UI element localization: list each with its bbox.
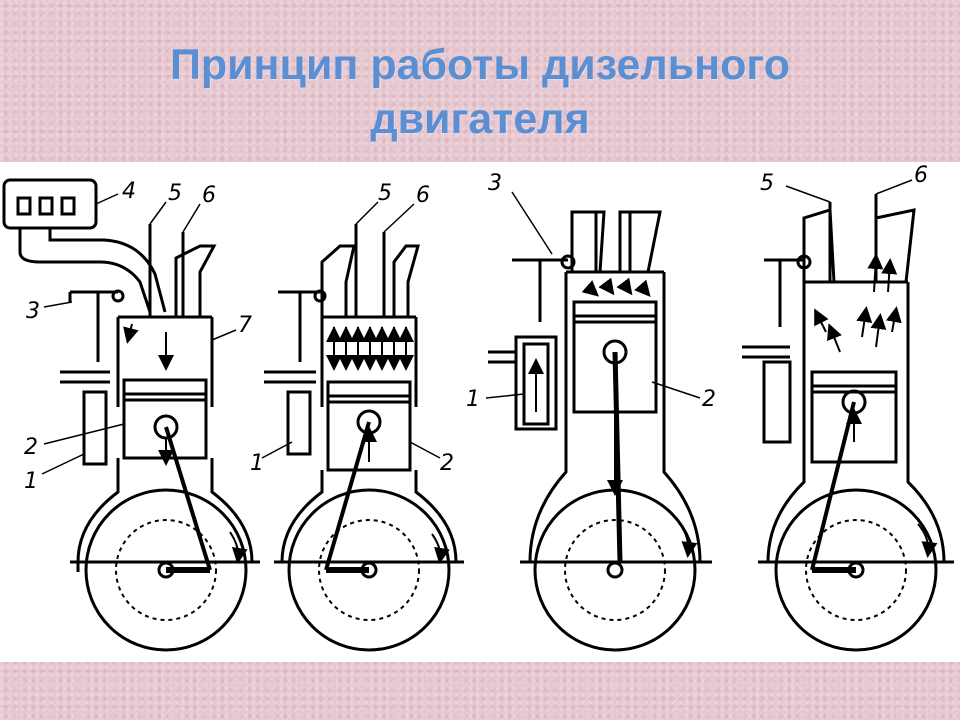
- title-line-2: двигателя: [370, 95, 590, 143]
- engine-stroke-2: [261, 201, 464, 652]
- label-5: 5: [760, 171, 774, 196]
- intake-port: [570, 210, 606, 273]
- cylinder: [564, 270, 666, 432]
- piston: [810, 370, 898, 464]
- exhaust-port: [174, 244, 217, 317]
- fuel-pump: [286, 390, 312, 456]
- title-line-1: Принцип работы дизельного: [169, 41, 791, 89]
- filter-cell: [60, 196, 76, 216]
- label-6: 6: [914, 163, 928, 188]
- intake-port: [802, 208, 836, 283]
- label-1: 1: [250, 451, 264, 476]
- rocker-pivot: [111, 289, 125, 303]
- connecting-rod: [324, 421, 371, 571]
- slide-title: Принцип работы дизельного двигателя: [0, 38, 960, 146]
- intake-port: [320, 244, 356, 317]
- label-2: 2: [440, 451, 454, 476]
- label-6: 6: [416, 183, 430, 208]
- connecting-rod: [810, 401, 856, 571]
- engine-stroke-3: [485, 191, 712, 652]
- exhaust-port: [392, 244, 420, 317]
- fuel-pump: [82, 390, 108, 466]
- fuel-pump: [762, 360, 792, 444]
- label-1: 1: [24, 469, 38, 494]
- cylinder: [320, 315, 418, 407]
- exhaust-arrows: [814, 253, 938, 558]
- combustion-arrows: [528, 277, 698, 558]
- crankshaft-circle: [287, 488, 451, 652]
- label-5: 5: [168, 181, 182, 206]
- crankcase: [76, 458, 254, 572]
- filter-cell: [38, 196, 54, 216]
- label-6: 6: [202, 183, 216, 208]
- fuel-pump: [514, 335, 558, 431]
- label-1: 1: [466, 387, 480, 412]
- label-7: 7: [238, 313, 252, 338]
- exhaust-port: [874, 208, 916, 283]
- label-4: 4: [122, 179, 136, 204]
- cylinder: [116, 315, 214, 407]
- engine-stroke-1: [2, 178, 260, 652]
- label-2: 2: [24, 435, 38, 460]
- crankshaft-circle: [774, 488, 938, 652]
- label-5: 5: [378, 181, 392, 206]
- crankcase: [766, 452, 946, 563]
- exhaust-port: [618, 210, 662, 273]
- label-2: 2: [702, 387, 716, 412]
- diagram-panel: 4 5 6 7 3 2 1: [0, 162, 960, 662]
- crankcase: [528, 432, 702, 563]
- label-3: 3: [26, 299, 40, 324]
- crankshaft-circle: [84, 488, 248, 652]
- compression-arrows: [326, 326, 450, 564]
- cylinder: [802, 280, 910, 452]
- label-3: 3: [488, 171, 502, 196]
- intake-pipe: [18, 228, 152, 313]
- crankshaft-circle: [533, 488, 697, 652]
- diesel-engine-diagram: 4 5 6 7 3 2 1: [2, 163, 954, 652]
- piston: [326, 380, 412, 472]
- filter-cell: [16, 196, 32, 216]
- crankcase: [280, 470, 458, 563]
- engine-stroke-4: [742, 179, 954, 652]
